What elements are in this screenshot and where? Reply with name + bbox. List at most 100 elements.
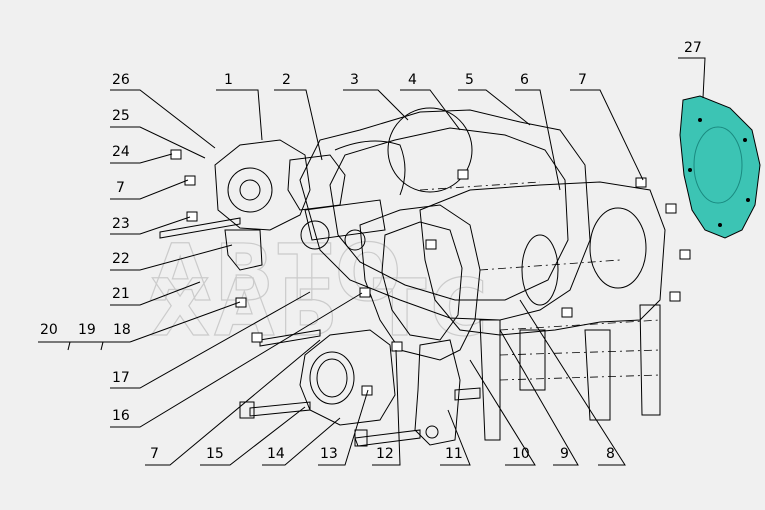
bolt-7-right: [635, 177, 647, 188]
cover-27-hole-2: [743, 138, 747, 142]
leader-26: [110, 89, 216, 149]
callout-7-bottom: 7: [150, 446, 159, 462]
callout-10: 10: [512, 446, 530, 462]
watermark-line-2: ХАБ ТС: [150, 264, 492, 354]
cover-27-rim: [693, 126, 743, 204]
leader-22: [110, 244, 233, 271]
leader-3: [343, 89, 409, 121]
leader-lines: [38, 57, 706, 466]
gear-cover-port: [521, 234, 559, 306]
callout-22: 22: [112, 251, 130, 267]
central-gear-housing: [359, 204, 481, 361]
tensioner-pulley: [344, 229, 366, 251]
callout-7-left: 7: [116, 180, 125, 196]
callout-18: 18: [113, 322, 131, 338]
long-bolt-lower: [259, 329, 321, 347]
leader-4: [400, 89, 461, 131]
cover-27-hole-3: [746, 198, 750, 202]
central-gear-inner: [381, 221, 463, 341]
bolt-mid-1: [561, 307, 573, 318]
bolt-center-2: [359, 287, 371, 298]
callout-25: 25: [112, 108, 130, 124]
leader-20-tick: [67, 341, 71, 351]
housing-inner-edge: [329, 127, 569, 301]
cover-27-hole-4: [718, 223, 722, 227]
bolt-lower-front: [249, 401, 311, 417]
align-line-2: [499, 349, 661, 356]
pump-impeller-housing: [227, 167, 273, 213]
leader-12: [372, 349, 401, 466]
callout-24: 24: [112, 144, 130, 160]
crankshaft-cover: [299, 329, 396, 426]
cover-strip: [304, 199, 386, 241]
callout-7-top: 7: [578, 72, 587, 88]
plate-bolt-hole: [425, 425, 439, 439]
bolt-center-1: [425, 239, 437, 250]
callout-4: 4: [408, 72, 417, 88]
timing-case-housing: [299, 109, 591, 321]
leader-18: [129, 301, 241, 343]
callout-12: 12: [376, 446, 394, 462]
callout-3: 3: [350, 72, 359, 88]
alignment-lines: [419, 181, 661, 381]
callout-19: 19: [78, 322, 96, 338]
leader-17: [110, 291, 311, 389]
bolt-right-4: [669, 291, 681, 302]
hub-bolt-head: [354, 429, 368, 447]
support-bracket-right: [639, 304, 661, 416]
pump-shaft: [239, 179, 261, 201]
idler-pulley: [300, 220, 330, 250]
align-line-4: [479, 259, 621, 271]
bolt-right-2: [665, 203, 677, 214]
leader-10: [469, 359, 536, 466]
callout-13: 13: [320, 446, 338, 462]
bolt-23: [186, 211, 198, 222]
callout-17: 17: [112, 370, 130, 386]
leader-24: [110, 153, 173, 164]
leader-14: [262, 417, 341, 466]
callout-9: 9: [560, 446, 569, 462]
align-line-5: [419, 181, 541, 191]
leader-23: [110, 216, 191, 235]
bolt-head-front: [239, 401, 255, 419]
cover-27-hole-1: [698, 118, 702, 122]
callout-23: 23: [112, 216, 130, 232]
align-line-3: [499, 374, 661, 381]
crankshaft-seal-inner: [316, 358, 348, 398]
callout-16: 16: [112, 408, 130, 424]
leader-7-left: [110, 179, 189, 200]
callout-1: 1: [224, 72, 233, 88]
callout-2: 2: [282, 72, 291, 88]
callout-15: 15: [206, 446, 224, 462]
leader-7-right: [570, 89, 644, 181]
bolt-24: [170, 149, 182, 160]
bolt-17: [235, 297, 247, 308]
align-line-1: [499, 319, 661, 331]
callout-27: 27: [684, 40, 702, 56]
bolt-right-3: [679, 249, 691, 260]
leader-25: [110, 126, 206, 159]
bolt-13: [361, 385, 373, 396]
parts-line-art: [159, 107, 666, 447]
crankshaft-seal-outer: [309, 351, 355, 405]
housing-circular-opening: [387, 107, 473, 193]
callout-8: 8: [606, 446, 615, 462]
leader-2: [274, 89, 323, 161]
callout-14: 14: [267, 446, 285, 462]
callout-5: 5: [465, 72, 474, 88]
leader-21: [110, 281, 201, 306]
upper-bracket: [287, 154, 346, 211]
leader-16: [110, 292, 363, 428]
pump-assembly: [214, 139, 311, 231]
callout-6: 6: [520, 72, 529, 88]
bolt-top-1: [457, 169, 469, 180]
dowel-pin: [454, 387, 481, 401]
bolt-12: [391, 341, 403, 352]
leader-11: [440, 409, 471, 466]
callout-21: 21: [112, 286, 130, 302]
leader-13: [318, 389, 369, 466]
callout-labels: 1 2 3 4 5 6 7 27 26 25 24 7 23 22 21 20 …: [40, 40, 702, 462]
leader-7-bottom: [145, 339, 321, 466]
